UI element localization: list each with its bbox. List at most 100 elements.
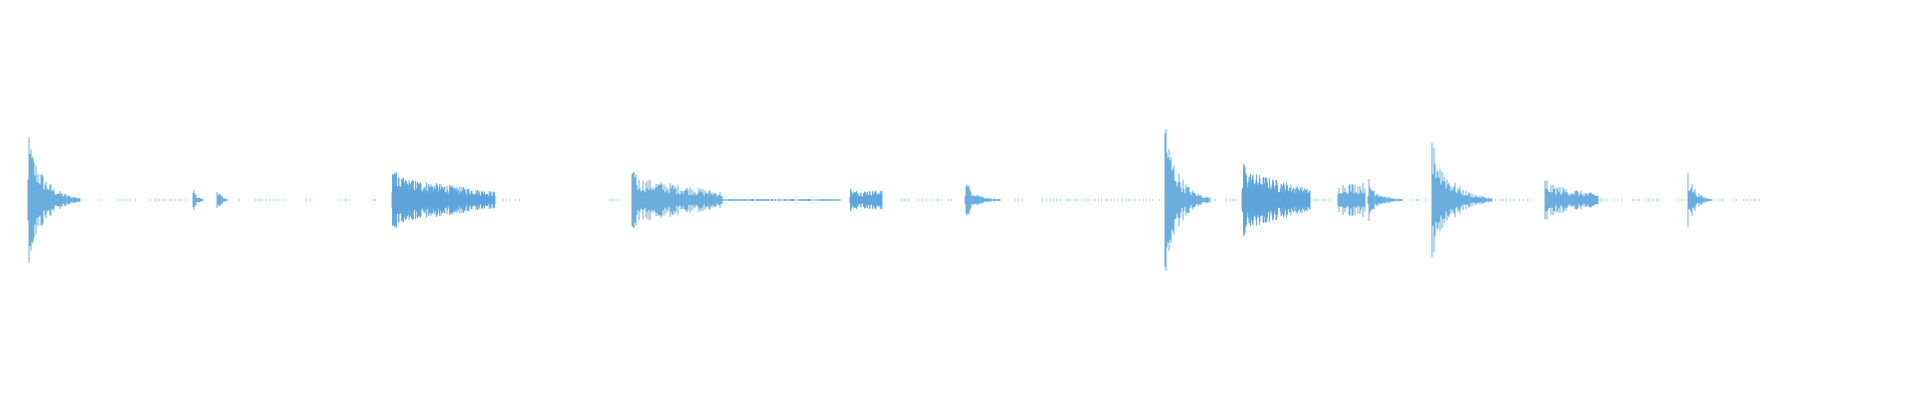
waveform-silence-dot [1425, 199, 1426, 201]
waveform-silence-dot [1232, 199, 1233, 201]
waveform-silence-dot [1651, 199, 1652, 201]
waveform-silence-dot [1070, 199, 1071, 201]
waveform-silence-dot [907, 199, 908, 201]
waveform-silence-dot [159, 199, 160, 201]
waveform-silence-dot [1134, 199, 1135, 201]
waveform-silence-dot [269, 199, 270, 201]
waveform-silence-dot [503, 199, 504, 201]
waveform-silence-dot [1098, 199, 1099, 201]
waveform-silence-dot [1086, 199, 1087, 201]
waveform-silence-dot [100, 199, 101, 201]
waveform-silence-dot [135, 199, 136, 201]
waveform-silence-dot [118, 199, 119, 201]
waveform-silence-dot [1613, 199, 1614, 201]
waveform-silence-dot [1234, 199, 1235, 201]
waveform-silence-dot [1750, 199, 1751, 201]
waveform-silence-dot [1495, 199, 1496, 201]
waveform-silence-dot [1117, 199, 1118, 201]
waveform-silence-dot [121, 199, 122, 201]
waveform-silence-dot [1621, 199, 1622, 201]
waveform-silence-dot [1418, 199, 1419, 201]
waveform-silence-dot [1658, 199, 1659, 201]
waveform-silence-dot [349, 199, 350, 201]
waveform-silence-dot [344, 199, 345, 201]
waveform-silence-dot [1721, 199, 1722, 201]
waveform-silence-dot [1149, 199, 1150, 201]
waveform-silence-dot [1653, 199, 1654, 201]
waveform-silence-dot [1743, 199, 1744, 201]
waveform-silence-dot [266, 199, 267, 201]
waveform-silence-dot [612, 199, 613, 201]
waveform-silence-dot [610, 199, 611, 201]
waveform-silence-dot [239, 199, 240, 201]
waveform-silence-dot [1747, 199, 1748, 201]
waveform-silence-dot [1322, 199, 1323, 201]
waveform-silence-dot [1093, 199, 1094, 201]
waveform-silence-dot [948, 199, 949, 201]
waveform-silence-dot [1412, 199, 1413, 201]
waveform-silence-dot [346, 199, 347, 201]
waveform-silence-dot [1639, 199, 1640, 201]
waveform-silence-dot [1215, 199, 1216, 201]
waveform-silence-dot [1230, 199, 1231, 201]
waveform-silence-dot [1314, 199, 1315, 201]
waveform-silence-dot [1060, 199, 1061, 201]
waveform-silence-dot [941, 199, 942, 201]
waveform-silence-dot [1083, 199, 1084, 201]
waveform-silence-dot [922, 199, 923, 201]
waveform-silence-dot [1530, 199, 1531, 201]
waveform-silence-dot [1510, 199, 1511, 201]
waveform-silence-dot [340, 199, 341, 201]
waveform-silence-dot [1755, 199, 1756, 201]
waveform-silence-dot [1678, 199, 1679, 201]
waveform-silence-dot [1159, 199, 1160, 201]
waveform-silence-dot [165, 199, 166, 201]
waveform-silence-dot [1646, 199, 1647, 201]
waveform-silence-dot [163, 199, 164, 201]
waveform-silence-dot [1600, 199, 1601, 201]
waveform-silence-dot [1122, 199, 1123, 201]
waveform-silence-dot [1056, 199, 1057, 201]
waveform-silence-dot [129, 199, 130, 201]
waveform-silence-dot [1076, 199, 1077, 201]
waveform-silence-dot [909, 199, 910, 201]
waveform-silence-dot [124, 199, 125, 201]
waveform-silence-dot [1648, 199, 1649, 201]
waveform-silence-dot [1152, 199, 1153, 201]
waveform-silence-dot [1015, 199, 1016, 201]
waveform-silence-dot [126, 199, 127, 201]
waveform-silence-dot [1527, 199, 1528, 201]
waveform-silence-dot [1046, 199, 1047, 201]
waveform-silence-dot [1502, 199, 1503, 201]
waveform-silence-dot [1499, 199, 1500, 201]
waveform-silence-dot [1753, 199, 1754, 201]
waveform-silence-dot [375, 199, 376, 201]
waveform-silence-dot [1018, 199, 1019, 201]
waveform-silence-dot [1736, 199, 1737, 201]
waveform-silence-dot [1089, 199, 1090, 201]
waveform-silence-dot [1310, 199, 1311, 201]
waveform-silence-dot [1324, 199, 1325, 201]
waveform-silence-dot [904, 199, 905, 201]
waveform-silence-dot [1226, 199, 1227, 201]
waveform-silence-dot [169, 199, 170, 201]
waveform-silence-dot [519, 199, 520, 201]
waveform-silence-dot [951, 199, 952, 201]
waveform-silence-dot [1143, 199, 1144, 201]
waveform-silence-dot [1053, 199, 1054, 201]
waveform-silence-dot [1329, 199, 1330, 201]
waveform-silence-dot [1656, 199, 1657, 201]
waveform-silence-dot [1318, 199, 1319, 201]
waveform-silence-dot [938, 199, 939, 201]
waveform-silence-dot [1068, 199, 1069, 201]
waveform-silence-dot [310, 199, 311, 201]
waveform-silence-dot [1416, 199, 1417, 201]
waveform-silence-dot [260, 199, 261, 201]
waveform-silence-dot [618, 199, 619, 201]
waveform-silence-dot [918, 199, 919, 201]
waveform-silence-dot [926, 199, 927, 201]
waveform-silence-dot [1617, 199, 1618, 201]
waveform-silence-dot [614, 199, 615, 201]
